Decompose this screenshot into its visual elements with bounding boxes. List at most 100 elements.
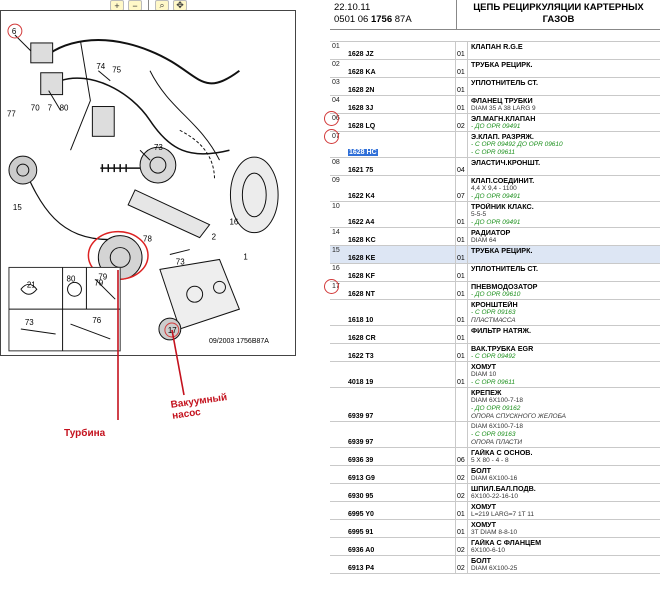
quantity-cell: 07 [456,176,468,201]
svg-text:80: 80 [60,103,69,112]
quantity: 02 [457,475,465,482]
part-number[interactable]: 6995 Y0 [348,511,374,518]
description-cell: УПЛОТНИТЕЛЬ СТ. [468,264,660,281]
svg-text:76: 76 [92,316,101,325]
quantity-cell [456,422,468,447]
part-number[interactable]: 4018 19 [348,379,374,386]
part-number[interactable]: 1628 KA [348,69,376,76]
quantity-cell: 01 [456,202,468,227]
part-number[interactable]: 6936 A0 [348,547,375,554]
svg-text:21: 21 [27,280,36,289]
part-applicability: - ДО OPR 09491 [471,123,521,130]
part-number[interactable]: 6930 95 [348,493,374,500]
part-number[interactable]: 6913 P4 [348,565,375,572]
part-number[interactable]: 6995 91 [348,529,374,536]
quantity-cell: 01 [456,264,468,281]
svg-text:74: 74 [96,62,105,71]
part-applicability: - С OPR 09611 [471,379,515,386]
part-number[interactable]: 6936 39 [348,457,374,464]
part-number[interactable]: 6939 97 [348,439,374,446]
description-cell: ЭЛ.МАГН.КЛАПАН- ДО OPR 09491 [468,114,660,131]
part-number[interactable]: 1628 NT [348,291,375,298]
part-spec: 5-5-5 [471,211,487,218]
quantity: 01 [457,105,465,112]
part-number[interactable]: 1628 KC [348,237,376,244]
part-name: ФИЛЬТР НАТЯЖ. [471,327,531,335]
description-cell: ТРОЙНИК КЛАКС.5-5-5- ДО OPR 09491 [468,202,660,227]
part-number[interactable]: 1628 LQ [348,123,376,130]
part-name: ТРУБКА РЕЦИРК. [471,247,533,255]
part-number[interactable]: 1622 A4 [348,219,375,226]
position-number: 16 [332,265,340,272]
description-cell: ПНЕВМОДОЗАТОР- ДО OPR 09610 [468,282,660,299]
quantity: 02 [457,547,465,554]
quantity-cell: 01 [456,228,468,245]
svg-text:78: 78 [143,235,152,244]
part-name: ТРУБКА РЕЦИРК. [471,61,533,69]
quantity: 06 [457,457,465,464]
part-number[interactable]: 1621 75 [348,167,374,174]
quantity: 04 [457,167,465,174]
part-number[interactable]: 1628 2N [348,87,375,94]
part-number[interactable]: 1622 T3 [348,353,374,360]
reference-cell: 6936 A0 [330,538,456,555]
part-number[interactable]: 1628 KE [348,255,376,262]
quantity-cell: 02 [456,538,468,555]
part-name: ШПИЛ.БАЛ.ПОДВ. [471,485,536,493]
part-number[interactable]: 1628 KF [348,273,375,280]
table-row[interactable]: 6930 95 02 ШПИЛ.БАЛ.ПОДВ.6X100-22-16-10 [330,484,660,502]
exploded-diagram-panel: + − ⌕ ✥ [0,0,300,600]
part-number[interactable]: 6913 G9 [348,475,375,482]
part-number[interactable]: 1628 JZ [348,51,374,58]
description-cell: ЭЛАСТИЧ.КРОНШТ. [468,158,660,175]
quantity: 02 [457,493,465,500]
part-number[interactable]: 1628 3J [348,105,374,112]
part-name: ЭЛАСТИЧ.КРОНШТ. [471,159,541,167]
svg-text:77: 77 [7,109,16,118]
part-spec: 6X100-22-16-10 [471,493,518,500]
quantity: 01 [457,219,465,226]
svg-text:15: 15 [13,203,22,212]
reference-cell: 16 1628 KF [330,264,456,281]
part-number[interactable]: 6939 97 [348,413,374,420]
vacuum-pump-annotation: Вакуумный насос [170,392,228,422]
part-spec: DIAM 6X100-25 [471,565,518,572]
part-applicability: - ДО OPR 09610 [471,291,521,298]
part-number[interactable]: 1628 CR [348,335,376,342]
part-applicability: ОПОРА СПУСКНОГО ЖЕЛОБА [471,413,566,420]
part-applicability: - ДО OPR 09491 [471,219,521,226]
part-number[interactable]: 1628 HC [348,149,378,157]
part-number[interactable]: 1622 K4 [348,193,375,200]
part-number[interactable]: 1618 10 [348,317,374,324]
